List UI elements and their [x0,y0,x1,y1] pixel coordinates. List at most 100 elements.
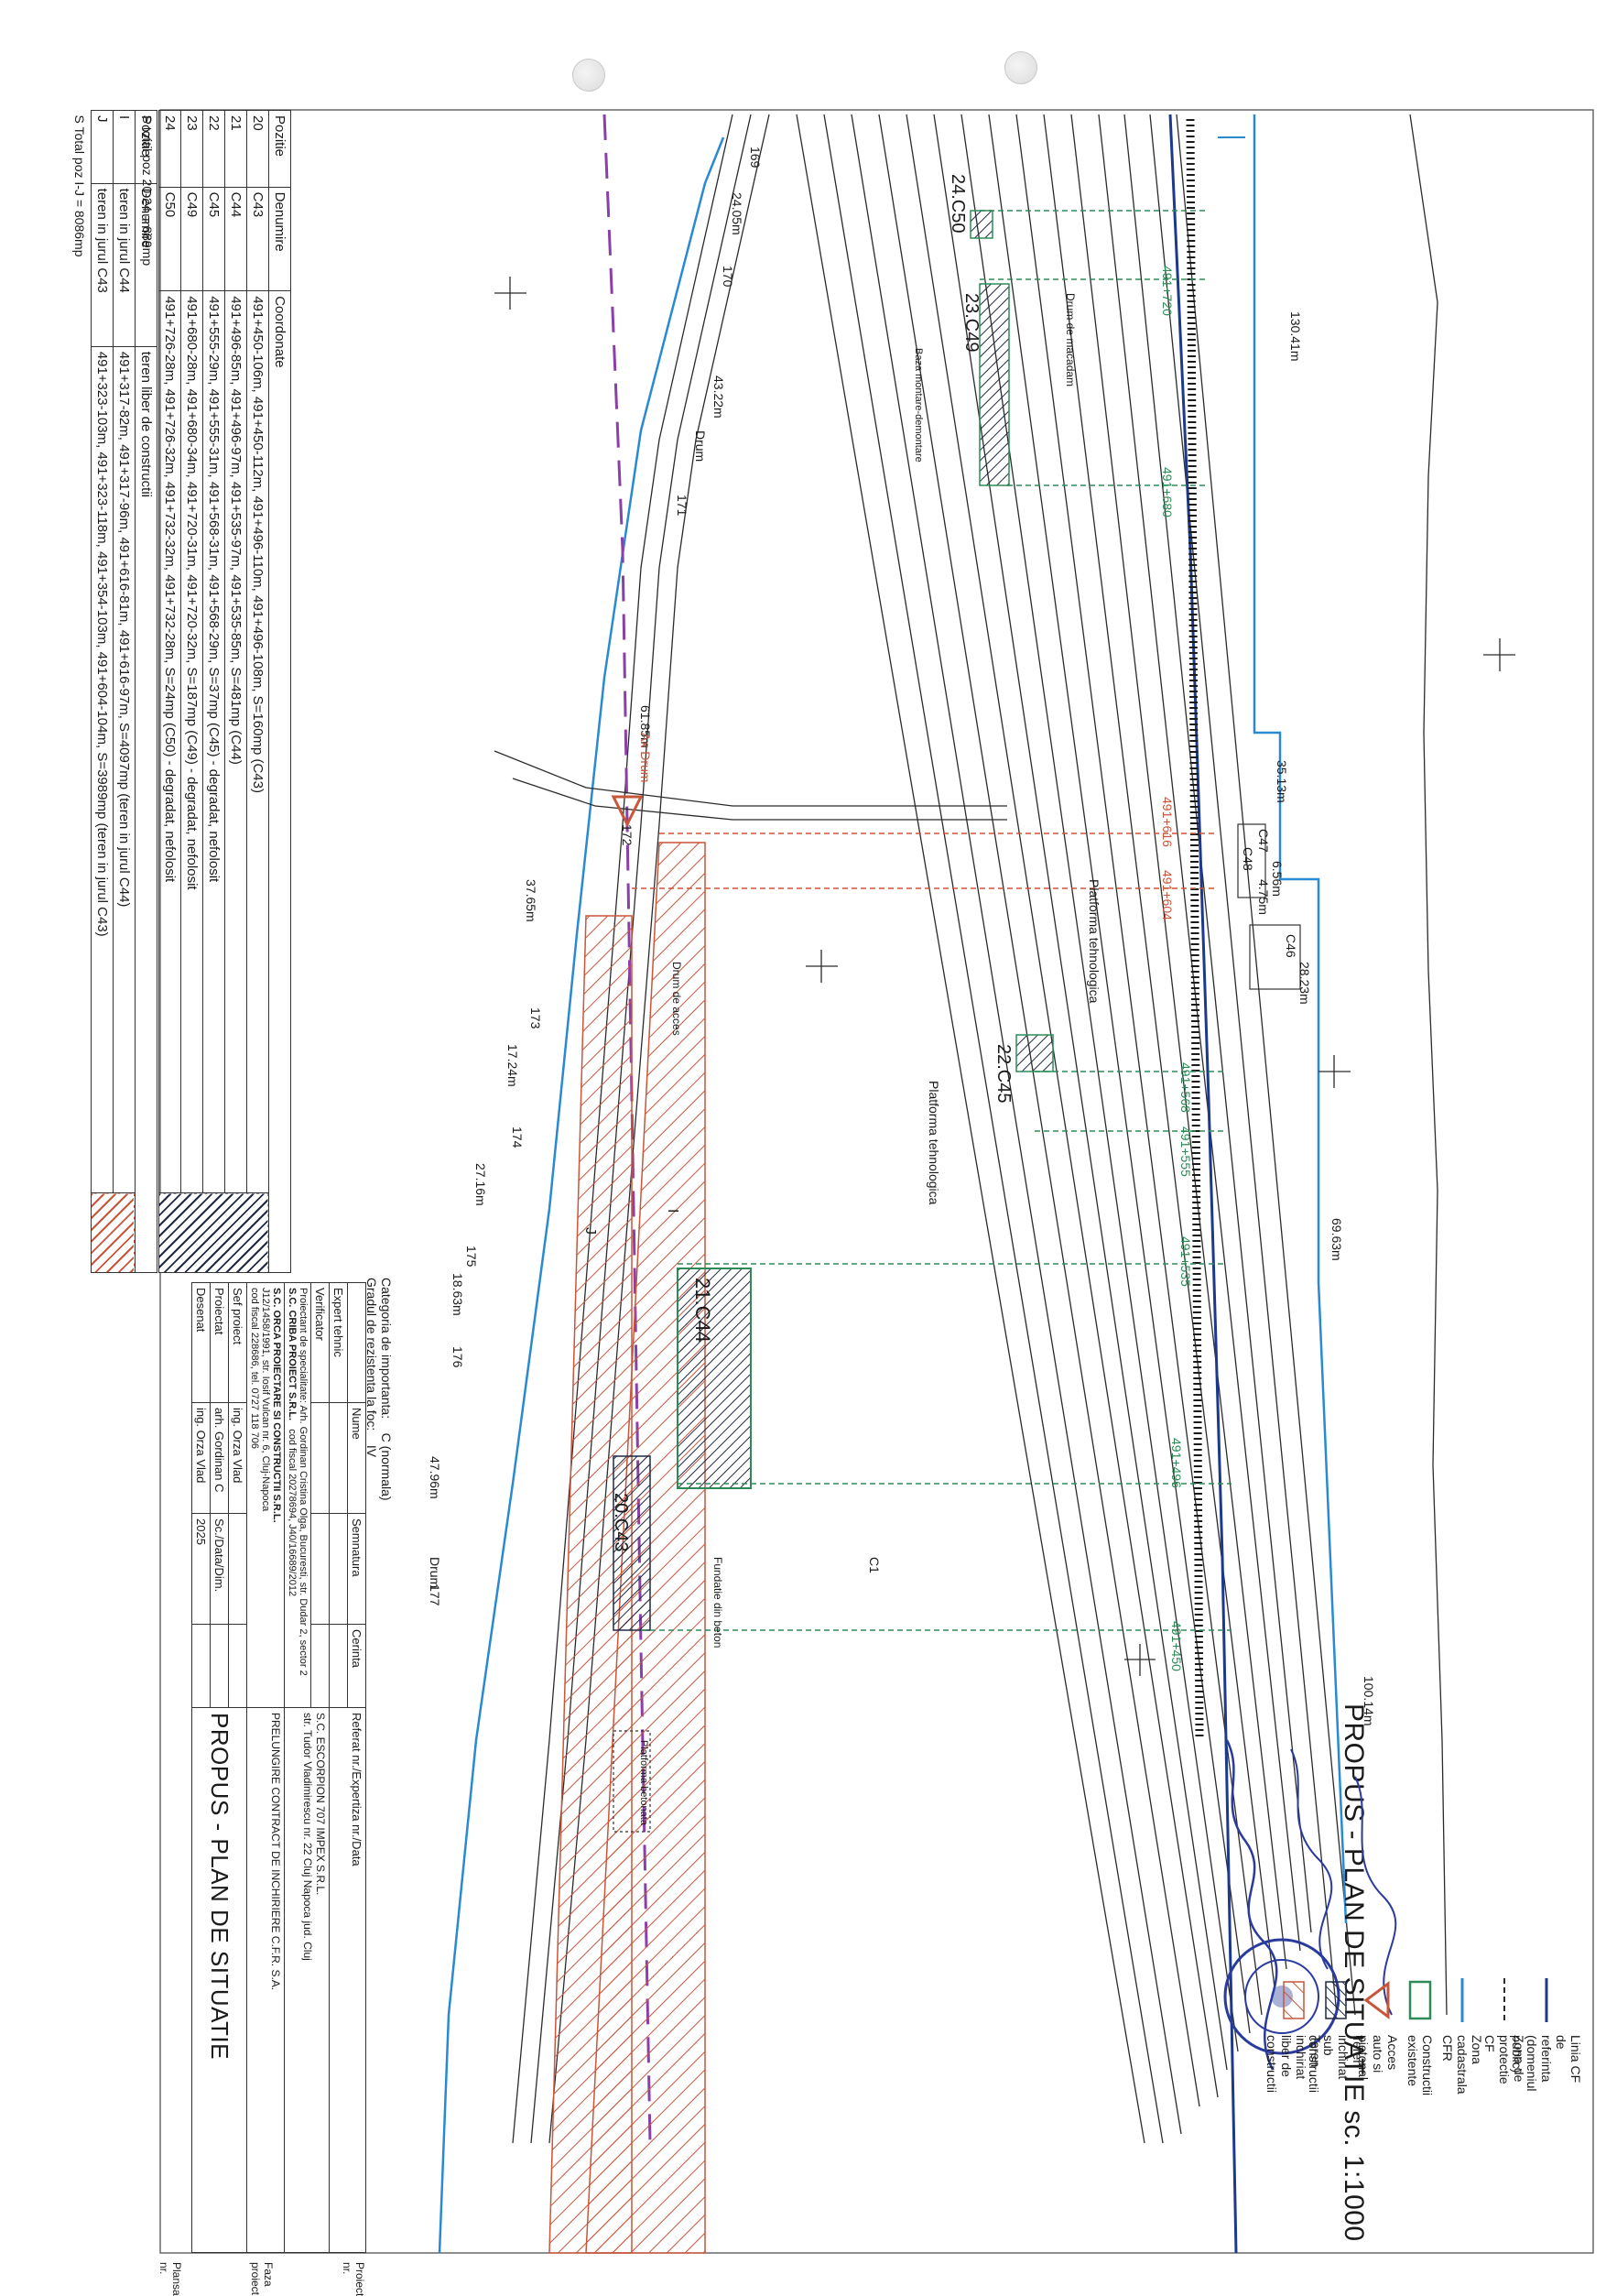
building-c44 [677,1268,752,1489]
axis-label: Ax Drum [638,733,653,782]
green-chainage-lines [641,210,1232,1631]
col-coordonate: Coordonate [268,290,291,1273]
dist-37-65: 37.65m [524,879,538,922]
legend-item: Linia CF de referinta (domeniul public) [1510,1978,1583,2095]
building-c49 [979,283,1010,486]
free-table-wrap: Pozitie Denumire teren liber de construc… [70,110,157,1273]
dist-130-41: 130.41m [1288,311,1303,361]
company-b-name: S.C. ORCA PROIECTARE SI CONSTRUCTII S.R.… [271,1288,282,1523]
table-row: 20 C43 491+450-106m, 491+450-112m, 491+4… [158,110,269,1273]
chainage-568: 491+568 [1178,1062,1193,1113]
dist-24-05: 24.05m [730,192,744,235]
year: 2025 [191,1513,211,1625]
drum-label-1: Drum [693,430,708,462]
label-c46: C46 [1284,934,1298,958]
km-174: 174 [510,1126,525,1148]
table-row: I teren in jurul C44 491+317-82m, 491+31… [91,110,136,1273]
table-row: 23 C49 491+680-28m, 491+680-34m, 491+720… [180,110,203,1273]
hatch-navy-icon [1325,1981,1347,2019]
company-b-details: J12/1458/1991, str. Iosif Vulcan nr. 6, … [260,1288,271,1512]
project-number-label: Proiect nr. [341,2262,366,2296]
phase-label: Faza proiect [249,2262,275,2296]
km-170: 170 [721,266,735,288]
label-c48: C48 [1241,847,1255,871]
name-desenat: ing. Orza Vlad [191,1402,211,1514]
dist-18-63: 18.63m [450,1273,465,1316]
cadastral-zone-left [438,136,725,2254]
free-land-table: Pozitie Denumire teren liber de construc… [70,110,157,1273]
positions-table: Pozitie Denumire Coordonate 20 C43 491+4… [137,110,291,1273]
table-row: 22 C45 491+555-29m, 491+555-31m, 491+568… [202,110,225,1273]
col-denumire: Denumire [268,187,291,291]
cf-reference-line [1168,114,1238,2254]
drum-label-2: Drum [428,1557,442,1588]
company-a-details: Proiectant de specialitate: Arh. Gordina… [298,1288,309,1676]
title-block: Nume Semnatura Cerinta Referat nr./Exper… [157,1282,366,2296]
chainage-535: 491+535 [1178,1236,1193,1287]
zone-label-i: I [665,1209,680,1213]
chainage-616: 491+616 [1160,797,1175,847]
sheet-frame [159,109,1594,2254]
category-value: C (normala) [379,1432,394,1501]
red-triangle-icon [1364,1981,1390,2019]
area-baza: Baza montare-demontare [913,348,924,462]
project-title: PRELUNGIRE CONTRACT DE INCHIRIERE C.F.R.… [246,1707,285,2253]
chainage-604: 491+604 [1160,870,1175,920]
col-denumire-2: Denumire [135,183,157,347]
name-sef-proiect: ing. Orza Vlad [228,1402,247,1514]
label-c44: 21.C44 [691,1278,714,1343]
dist-100-14: 100.14m [1362,1676,1376,1725]
sheet-title: PROPUS - PLAN DE SITUATIE [191,1707,247,2253]
dist-17-24: 17.24m [505,1044,520,1087]
referat-label: Referat nr./Expertiza nr./Data [329,1707,366,2253]
role-proiectat: Proiectat [210,1282,229,1403]
title-block-table: Nume Semnatura Cerinta Referat nr./Exper… [191,1282,366,2253]
sheet-number-label: Plansa nr. [157,2262,183,2296]
label-c49: 23.C49 [961,293,982,353]
fire-value: IV [364,1444,379,1458]
chainage-450: 491+450 [1169,1621,1184,1671]
crossing-road [494,750,1007,807]
company-a-codes: cod fiscal 20278694, J40/16689/2012 [287,1429,298,1597]
head-nume: Nume [347,1402,366,1514]
col-pozitie-2: Pozitie [135,110,157,184]
access-triangle [611,795,644,828]
km-169: 169 [748,147,763,169]
label-c43: 20.C43 [611,1493,631,1552]
binder-hole-left [572,59,605,92]
row-verificator: Verificator [310,1282,330,1403]
positions-table-wrap: Pozitie Denumire Coordonate 20 C43 491+4… [137,110,291,1273]
building-c50 [970,210,993,239]
free-total: S Total poz I-J = 8086mp [72,114,88,257]
chainage-496: 491+496 [1169,1438,1184,1488]
free-swatch [91,1192,136,1273]
rail-crossties [1186,118,1204,1741]
km-176: 176 [450,1346,465,1368]
dist-61-85: 61.85m [638,705,653,748]
building-c47-48 [1237,823,1266,898]
table-row: 21 C44 491+496-85m, 491+496-97m, 491+535… [224,110,247,1273]
binder-hole-right [1004,51,1037,84]
area-platforma-2: Platforma tehnologica [927,1081,941,1205]
leased-swatch [158,1192,269,1273]
head-semnatura: Semnatura [347,1513,366,1625]
cadastral-zone-right [1253,114,1348,1924]
row-expert: Expert tehnic [329,1282,348,1403]
red-chainage-lines [632,832,1218,889]
legend: Linia CF de referinta (domeniul public) … [1264,1978,1583,2095]
chainage-720: 491+720 [1160,266,1175,316]
fire-label: Gradul de rezistenta la foc: [364,1278,379,1431]
area-platforma-betonata: Platforma betonata [638,1740,649,1826]
legend-item: Zona de protectie CF [1482,1978,1526,2095]
legend-item: Teren inchiriat sub constructii [1307,1978,1365,2095]
role-sef-proiect: Sef proiect [228,1282,247,1403]
label-c47: C47 [1256,829,1271,853]
zone-label-j: J [582,1227,598,1235]
beneficiary-address: str. Tudor Vladimirescu nr. 22 Cluj Napo… [301,1713,314,1961]
hatch-red-icon [1283,1981,1305,2019]
dist-6-56: 6.56m [1270,861,1285,897]
label-c45: 22.C45 [993,1044,1014,1104]
dist-28-23: 28.23m [1297,962,1312,1005]
blue-line-icon [1460,1978,1464,2022]
classification: Categoria de importanta: C (normala) Gra… [364,1278,394,1501]
